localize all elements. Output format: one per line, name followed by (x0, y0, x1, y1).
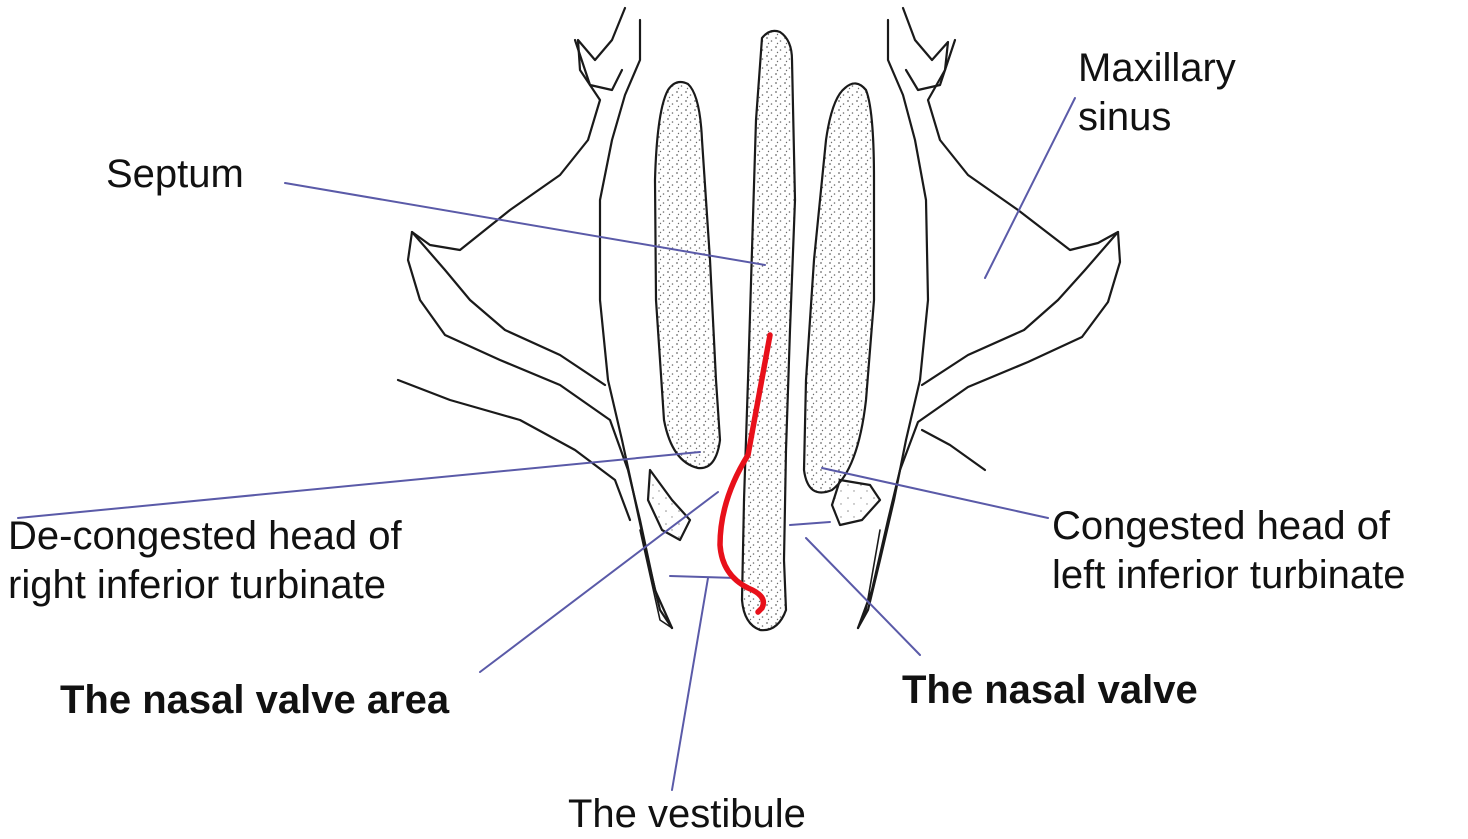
maxillary-sinus-line-2: sinus (1078, 93, 1236, 142)
maxillary-sinus-label: Maxillary sinus (1078, 44, 1236, 142)
septum-label: Septum (106, 150, 244, 199)
nasal-valve-tick (790, 522, 830, 525)
decongested-head-line-1: De-congested head of (8, 512, 402, 561)
congested-head-line-1: Congested head of (1052, 502, 1406, 551)
septum-shape (742, 31, 795, 630)
right-inferior-turbinate (648, 82, 720, 540)
nasal-valve-label: The nasal valve (902, 666, 1198, 715)
congested-head-label: Congested head of left inferior turbinat… (1052, 502, 1406, 600)
vestibule-label: The vestibule (568, 790, 806, 839)
vestibule-bracket (670, 576, 736, 578)
right-lateral-wall (398, 8, 672, 628)
vestibule-leader (672, 578, 708, 790)
nasal-valve-leader (806, 538, 920, 655)
decongested-head-leader (18, 452, 700, 518)
maxillary-sinus-line-1: Maxillary (1078, 44, 1236, 93)
decongested-head-line-2: right inferior turbinate (8, 561, 402, 610)
nasal-valve-area-label: The nasal valve area (60, 676, 449, 725)
left-inferior-turbinate (804, 83, 880, 525)
nasal-valve-area-leader (480, 492, 718, 672)
maxillary-sinus-leader (985, 98, 1075, 278)
congested-head-line-2: left inferior turbinate (1052, 551, 1406, 600)
decongested-head-label: De-congested head of right inferior turb… (8, 512, 402, 610)
